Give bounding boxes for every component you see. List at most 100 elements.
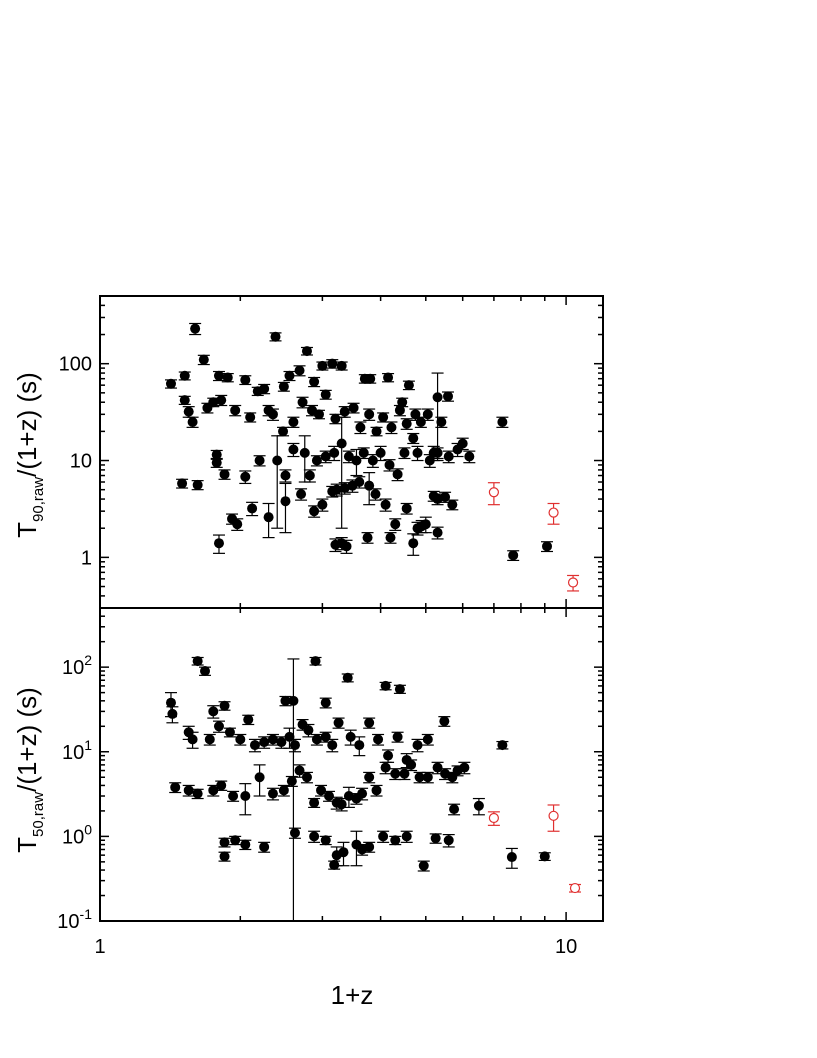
marker-filled <box>414 772 425 783</box>
data-point <box>505 847 518 869</box>
marker-filled <box>320 697 331 708</box>
marker-filled <box>336 360 347 371</box>
marker-filled <box>384 459 395 470</box>
data-point <box>308 376 321 388</box>
data-point <box>363 771 376 784</box>
data-point <box>383 459 396 472</box>
marker-filled <box>497 416 508 427</box>
data-point <box>569 882 582 894</box>
marker-filled <box>383 372 394 383</box>
marker-filled <box>245 412 256 423</box>
marker-filled <box>371 426 382 437</box>
data-point <box>413 771 426 784</box>
marker-filled <box>443 451 454 462</box>
marker-filled <box>336 438 347 449</box>
marker-filled <box>249 740 260 751</box>
marker-filled <box>278 785 289 796</box>
data-point <box>379 498 392 512</box>
marker-filled <box>198 354 209 365</box>
y-tick-label: 100 <box>62 821 92 848</box>
marker-filled <box>394 684 405 695</box>
data-point <box>421 733 434 746</box>
data-point <box>258 383 271 395</box>
data-point <box>308 505 321 518</box>
data-point <box>382 749 395 763</box>
data-point <box>285 775 298 787</box>
marker-filled <box>345 731 356 742</box>
marker-filled <box>192 656 203 667</box>
data-point <box>363 472 376 506</box>
marker-filled <box>339 406 350 417</box>
marker-filled <box>228 791 239 802</box>
data-point <box>287 416 300 428</box>
y-axis-title-text: T90,raw/(1+z) (s) <box>12 372 47 538</box>
marker-filled <box>213 538 224 549</box>
data-point <box>431 761 444 775</box>
marker-filled <box>259 841 270 852</box>
data-point <box>389 768 402 781</box>
data-point <box>182 406 195 418</box>
marker-filled <box>289 740 300 751</box>
data-point <box>166 706 179 724</box>
data-point <box>212 370 225 382</box>
marker-filled <box>380 762 391 773</box>
data-point <box>258 841 271 853</box>
data-point <box>347 402 360 414</box>
data-point <box>353 736 366 757</box>
marker-filled <box>259 383 270 394</box>
data-point <box>538 851 551 862</box>
data-point <box>277 784 290 797</box>
marker-filled <box>443 835 454 846</box>
marker-filled <box>270 331 281 342</box>
marker-open <box>548 507 559 518</box>
data-point <box>335 416 348 529</box>
data-point <box>283 370 296 382</box>
data-point <box>431 526 444 540</box>
marker-filled <box>310 656 321 667</box>
data-point <box>277 381 290 392</box>
marker-filled <box>311 455 322 466</box>
marker-filled <box>240 839 251 850</box>
marker-open <box>488 487 499 498</box>
data-point <box>448 803 461 816</box>
data-point <box>269 331 282 342</box>
data-point <box>310 733 323 746</box>
data-point <box>421 771 434 784</box>
data-point <box>293 365 306 377</box>
data-point <box>379 761 392 775</box>
marker-filled <box>390 768 401 779</box>
data-point <box>218 837 231 848</box>
data-point <box>186 731 199 749</box>
high-z-series <box>487 804 582 894</box>
data-point <box>384 532 397 544</box>
marker-filled <box>497 740 508 751</box>
marker-filled <box>309 831 320 842</box>
marker-filled <box>324 791 335 802</box>
marker-filled <box>280 496 291 507</box>
data-point <box>207 784 220 797</box>
marker-filled <box>170 782 181 793</box>
data-point <box>176 478 189 489</box>
data-point <box>435 416 448 428</box>
marker-filled <box>294 365 305 376</box>
data-point <box>287 442 300 458</box>
marker-filled <box>230 835 241 846</box>
marker-filled <box>216 780 227 791</box>
marker-filled <box>401 418 412 429</box>
data-point <box>199 666 212 677</box>
data-point <box>218 851 231 862</box>
marker-filled <box>313 409 324 420</box>
marker-filled <box>303 725 314 736</box>
data-point <box>191 788 204 800</box>
data-point <box>319 389 332 400</box>
y-axis-title-top: T90,raw/(1+z) (s) <box>12 372 47 538</box>
marker-filled <box>240 471 251 482</box>
data-point <box>400 502 413 515</box>
marker-filled <box>267 788 278 799</box>
marker-filled <box>457 438 468 449</box>
marker-filled <box>394 405 405 416</box>
marker-filled <box>299 447 310 458</box>
marker-filled <box>403 380 414 391</box>
